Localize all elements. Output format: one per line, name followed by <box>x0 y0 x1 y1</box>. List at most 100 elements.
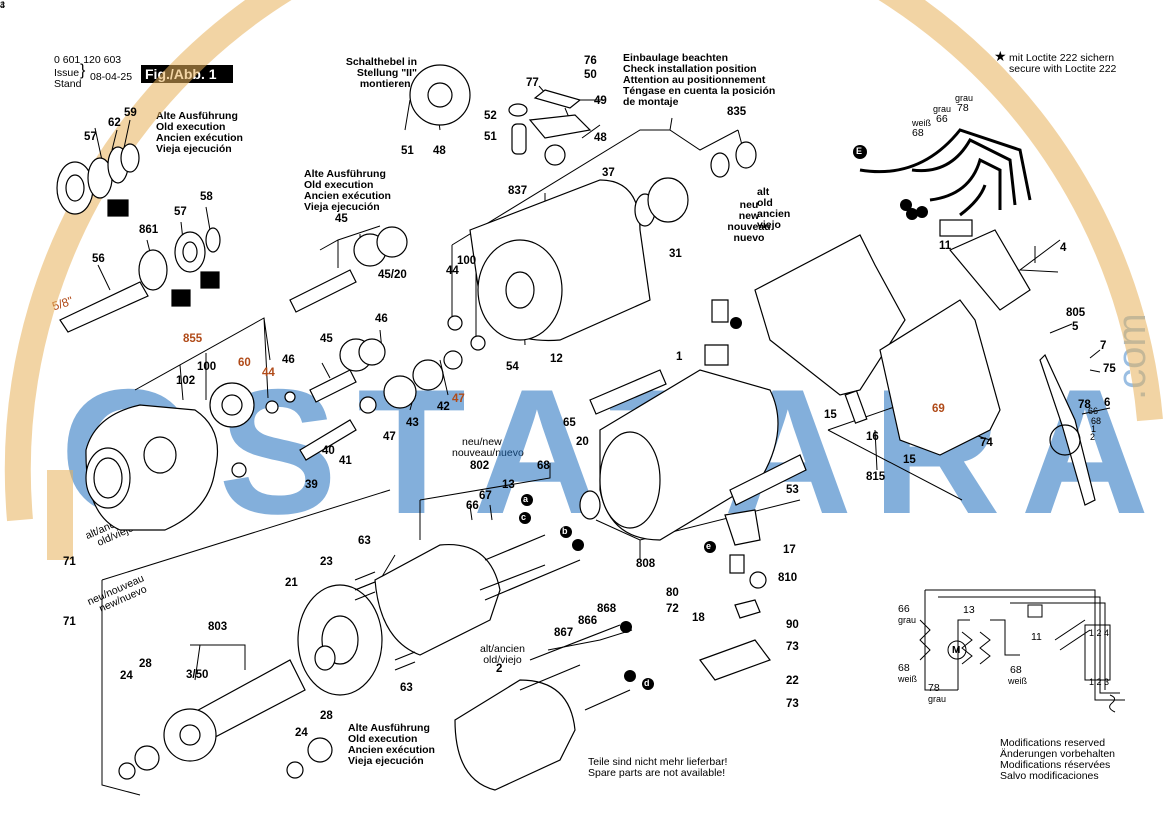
part-label: 72 <box>666 603 679 615</box>
part-label: 47 <box>383 431 396 443</box>
part-label: 12 <box>550 353 563 365</box>
wire-label-68b: 68 <box>1010 664 1022 676</box>
part-label: 43 <box>406 417 419 429</box>
marker-b: b <box>562 526 568 536</box>
field-armature <box>118 534 631 791</box>
wire-label-68b-color: weiß <box>1008 676 1028 686</box>
part-label: 24 <box>295 727 308 739</box>
part-label: 71 <box>63 616 76 628</box>
part-label: 75 <box>1103 363 1116 375</box>
marker-d: d <box>644 678 650 688</box>
marker-a: a <box>523 494 529 504</box>
part-label: 100 <box>457 255 477 267</box>
part-label: 46 <box>282 354 295 366</box>
part-label: 31 <box>669 248 682 260</box>
part-label: 65 <box>563 417 576 429</box>
part-label: 78 <box>1078 399 1091 411</box>
motor-symbol: M <box>952 645 961 656</box>
star-icon: ★ <box>994 48 1007 64</box>
part-label: 44 <box>262 367 275 379</box>
part-number: 0 601 120 603 <box>54 54 122 66</box>
gear-set <box>209 226 463 478</box>
part-label: 74 <box>980 437 993 449</box>
part-label: 76 <box>584 55 597 67</box>
loctite-note-de: mit Loctite 222 sichern <box>1009 52 1115 64</box>
part-label: 57 <box>174 206 187 218</box>
part-label: 868 <box>597 603 617 615</box>
part-label: 2 <box>1090 432 1096 442</box>
part-label: 866 <box>578 615 598 627</box>
wire-label-66-color: grau <box>898 615 917 625</box>
part-label: 28 <box>139 658 152 670</box>
part-label: 2 <box>496 663 503 675</box>
wire-label-13: 13 <box>963 604 975 616</box>
part-label: 37 <box>602 167 615 179</box>
part-label: 808 <box>636 558 656 570</box>
part-label: 21 <box>285 577 298 589</box>
part-label: 62 <box>108 117 121 129</box>
part-label: 13 <box>502 479 515 491</box>
part-label: 59 <box>124 107 137 119</box>
part-label: 100 <box>197 361 217 373</box>
part-label: 855 <box>183 333 203 345</box>
loctite-note-en: secure with Loctite 222 <box>1009 63 1117 75</box>
switch-bracket <box>409 64 757 178</box>
part-label: 15 <box>824 409 837 421</box>
part-label: 45 <box>335 213 348 225</box>
letter-markers <box>519 145 928 690</box>
part-label: 17 <box>783 544 796 556</box>
part-label: 52 <box>484 110 497 122</box>
part-label: 48 <box>594 132 607 144</box>
part-label: 80 <box>666 587 679 599</box>
part-label: 56 <box>92 253 105 265</box>
part-label: 39 <box>305 479 318 491</box>
part-label: 63 <box>400 682 413 694</box>
part-label: 835 <box>727 106 747 118</box>
part-label: 28 <box>320 710 333 722</box>
part-label: 837 <box>508 185 528 197</box>
issue-date: 08-04-25 <box>90 71 133 83</box>
part-label: 41 <box>339 455 352 467</box>
part-label: 16 <box>866 431 879 443</box>
part-label: 71 <box>63 556 76 568</box>
watermark-ring <box>4 0 1163 560</box>
wire-label-11: 11 <box>1031 631 1042 643</box>
part-label: 77 <box>526 77 539 89</box>
wire-label-78: 78 <box>928 682 940 694</box>
part-label: 3 <box>0 0 6 10</box>
wire-label-66: 66 <box>898 603 910 615</box>
part-label: 861 <box>139 224 159 236</box>
part-label: 60 <box>238 357 251 369</box>
part-label: 73 <box>786 698 799 710</box>
part-label: 11 <box>939 240 952 252</box>
part-label: 20 <box>576 436 589 448</box>
part-label: 42 <box>437 401 450 413</box>
part-label: 53 <box>786 484 799 496</box>
part-label: 63 <box>358 535 371 547</box>
cable-78: 78 <box>957 102 969 114</box>
part-label: 48 <box>433 145 446 157</box>
part-label: 57 <box>84 131 97 143</box>
part-label: 815 <box>866 471 886 483</box>
part-label: 23 <box>320 556 333 568</box>
part-label: 68 <box>537 460 550 472</box>
part-label: 50 <box>584 69 597 81</box>
cable-grau: grau <box>933 104 952 114</box>
part-label: 58 <box>200 191 213 203</box>
part-label: 18 <box>692 612 705 624</box>
issue-label: Issue <box>54 67 80 79</box>
part-label: 4 <box>1060 242 1067 254</box>
part-label: 90 <box>786 619 799 631</box>
part-label: 102 <box>176 375 196 387</box>
wire-label-68: 68 <box>898 662 910 674</box>
part-label: 6 <box>1104 397 1111 409</box>
part-label: 24 <box>120 670 133 682</box>
part-label: 54 <box>506 361 519 373</box>
gear-housing <box>85 404 219 531</box>
part-label: 1 <box>676 351 683 363</box>
